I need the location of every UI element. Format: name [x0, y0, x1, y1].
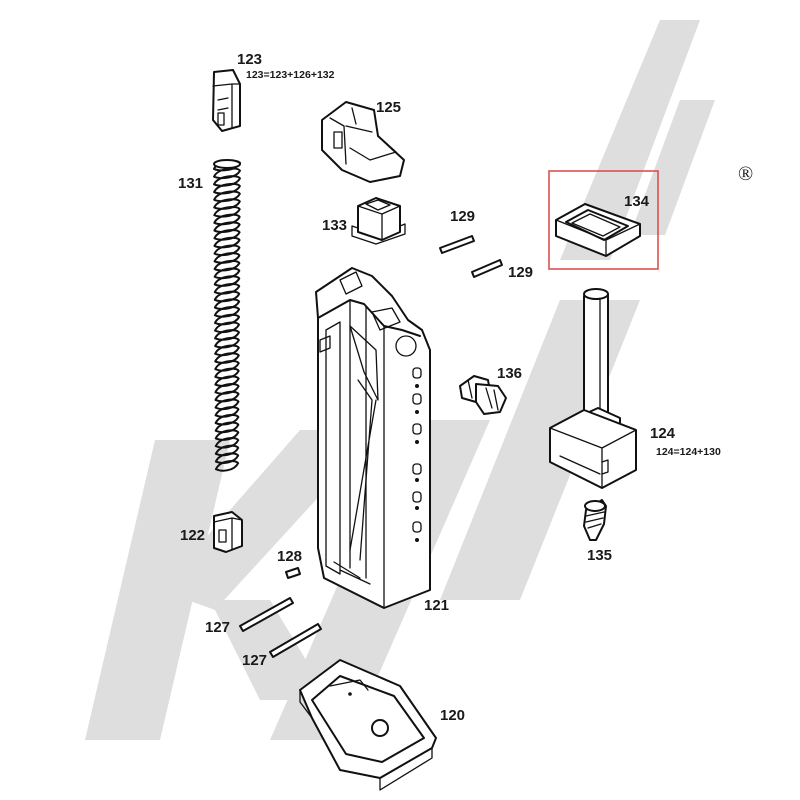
part-label-122: 122	[180, 527, 205, 544]
part-129-pin-b	[471, 259, 503, 278]
part-125	[321, 101, 405, 183]
part-label-120: 120	[440, 707, 465, 724]
part-127-pin-a	[239, 597, 294, 632]
part-label-129a: 129	[450, 208, 475, 225]
part-label-133: 133	[322, 217, 347, 234]
spring-coils	[213, 159, 241, 472]
part-131-spring	[213, 159, 241, 472]
part-121-magazine-body	[315, 267, 431, 609]
part-label-123: 123	[237, 51, 262, 68]
part-120-baseplate	[299, 659, 437, 791]
part-122	[213, 511, 243, 553]
part-sublabel-124: 124=124+130	[656, 446, 721, 458]
highlight-box-134	[548, 170, 659, 270]
part-sublabel-123: 123=123+126+132	[246, 69, 335, 81]
part-136	[459, 375, 507, 415]
part-label-128: 128	[277, 548, 302, 565]
part-label-129b: 129	[508, 264, 533, 281]
part-128	[285, 567, 301, 579]
part-label-124: 124	[650, 425, 676, 442]
part-123	[212, 69, 241, 132]
part-133	[351, 197, 406, 245]
spring-top-coil	[213, 159, 241, 169]
part-label-127b: 127	[242, 652, 267, 669]
part-label-121: 121	[424, 597, 449, 614]
part-134	[555, 203, 641, 257]
round-count-markings	[412, 367, 422, 542]
part-label-131: 131	[178, 175, 203, 192]
part-label-127a: 127	[205, 619, 230, 636]
part-label-134: 134	[624, 193, 650, 210]
part-135	[583, 499, 607, 541]
registered-mark: ®	[738, 163, 753, 185]
part-label-125: 125	[376, 99, 401, 116]
part-label-136: 136	[497, 365, 522, 382]
part-label-135: 135	[587, 547, 612, 564]
part-129-pin-a	[439, 235, 475, 254]
part-124	[549, 288, 637, 489]
part-127-pin-b	[269, 623, 322, 658]
